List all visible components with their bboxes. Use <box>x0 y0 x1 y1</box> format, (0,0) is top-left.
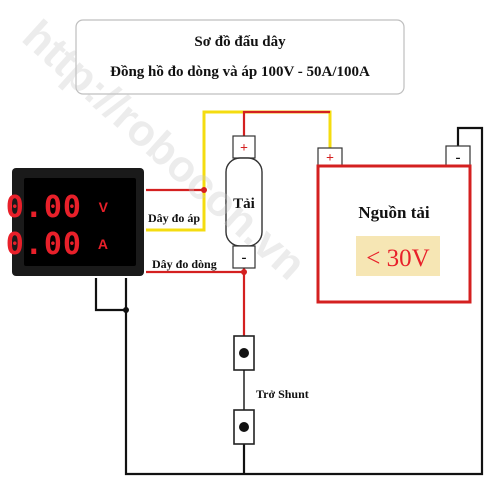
load-plus-terminal: + <box>240 141 248 156</box>
load-component: + Tải - <box>225 135 263 269</box>
voltage-unit: V <box>99 199 109 215</box>
current-unit: A <box>98 236 108 252</box>
source-label: Nguồn tải <box>358 203 430 222</box>
junction-dot <box>241 269 247 275</box>
current-wire-label: Dây đo dòng <box>152 257 217 271</box>
load-to-source-wire <box>242 110 330 144</box>
voltage-limit-text: < 30V <box>366 245 429 272</box>
load-minus-terminal: - <box>242 250 247 266</box>
junction-dots <box>123 187 247 313</box>
red-wires <box>146 110 330 336</box>
voltage-sense-wire <box>146 110 332 232</box>
title-line-1: Sơ đồ đấu dây <box>194 34 286 50</box>
shunt-resistor: Trở Shunt <box>233 335 309 445</box>
shunt-label: Trở Shunt <box>256 387 309 401</box>
junction-dot <box>201 187 207 193</box>
volt-amp-meter: 0.00 V 0.00 A <box>6 168 144 276</box>
voltage-limit-badge <box>356 236 440 276</box>
source-minus-terminal: - <box>456 150 461 166</box>
source-plus-terminal: + <box>326 151 334 166</box>
voltage-wire-label: Dây đo áp <box>148 211 200 225</box>
title-line-2: Đồng hồ đo dòng và áp 100V - 50A/100A <box>110 64 370 80</box>
title-box: Sơ đồ đấu dây Đồng hồ đo dòng và áp 100V… <box>75 19 405 95</box>
junction-dot <box>123 307 129 313</box>
meter-common-wire <box>124 126 484 476</box>
load-label: Tải <box>233 196 255 212</box>
black-wires <box>94 126 484 476</box>
voltage-display: 0.00 <box>6 190 82 225</box>
current-display: 0.00 <box>6 227 82 262</box>
meter-ground-wire <box>94 278 126 312</box>
power-source: + - Nguồn tải < 30V <box>316 145 472 304</box>
